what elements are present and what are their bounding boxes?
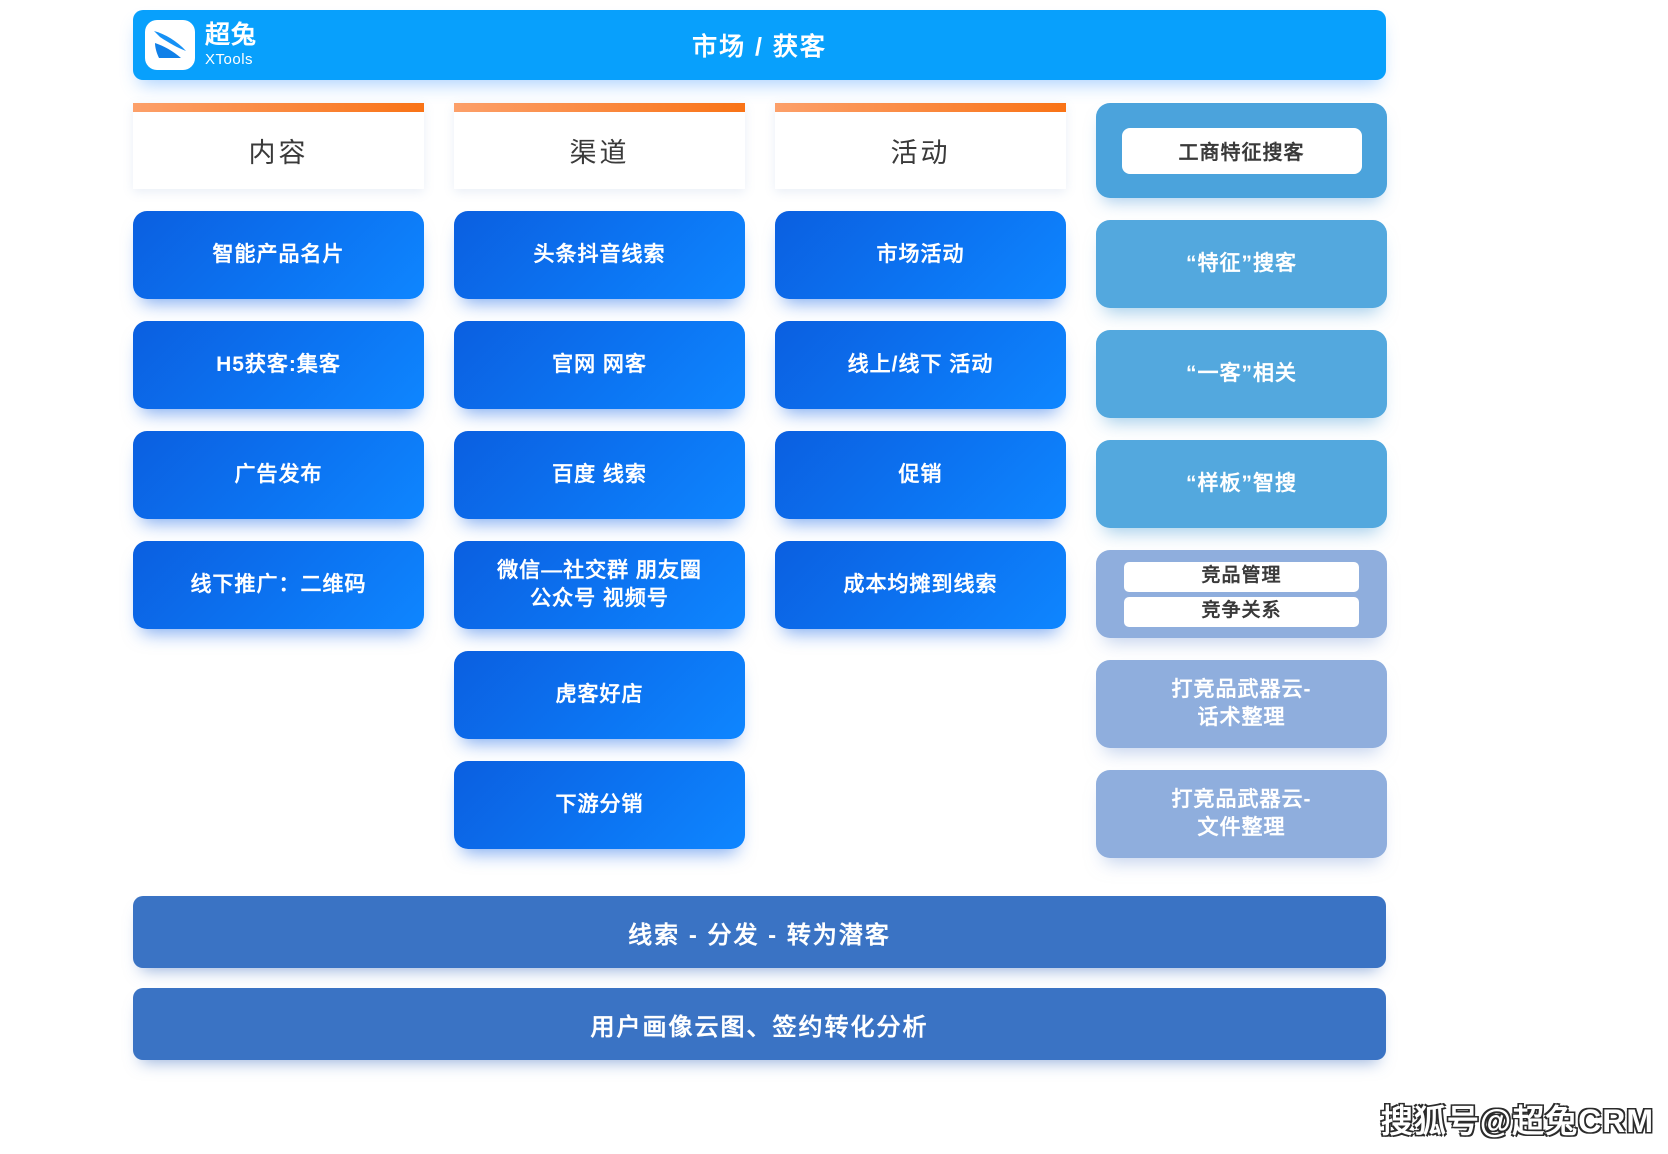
column-grid: 内容 智能产品名片 H5获客:集客 广告发布 线下推广：二维码 渠道 头条抖音线…	[133, 103, 1387, 858]
tile-competitor-management[interactable]: 竞品管理	[1124, 561, 1359, 592]
column-header-content: 内容	[133, 103, 424, 189]
watermark: 搜狐号@超兔CRM	[1380, 1103, 1654, 1139]
tile-h5-acquisition[interactable]: H5获客:集客	[133, 321, 424, 409]
column-activity: 活动 市场活动 线上/线下 活动 促销 成本均摊到线索	[775, 103, 1066, 858]
bottom-bar-lead-flow[interactable]: 线索 - 分发 - 转为潜客	[133, 896, 1386, 968]
page-title: 市场 / 获客	[692, 33, 827, 61]
brand-name-en: XTools	[205, 51, 254, 68]
xtools-swoosh-logo-icon	[145, 20, 195, 70]
bottom-bar-analysis[interactable]: 用户画像云图、签约转化分析	[133, 988, 1386, 1060]
app-header: 超兔 XTools 市场 / 获客	[133, 10, 1386, 80]
tile-wechat-channels[interactable]: 微信—社交群 朋友圈公众号 视频号	[454, 541, 745, 629]
column-header-activity: 活动	[775, 103, 1066, 189]
tile-smart-product-card[interactable]: 智能产品名片	[133, 211, 424, 299]
tile-one-customer-related[interactable]: “一客”相关	[1096, 330, 1387, 418]
tile-baidu-leads[interactable]: 百度 线索	[454, 431, 745, 519]
tile-toutiao-douyin-leads[interactable]: 头条抖音线索	[454, 211, 745, 299]
tile-downstream-distribution[interactable]: 下游分销	[454, 761, 745, 849]
column-header-business-search: 工商特征搜客	[1096, 103, 1387, 198]
tile-market-activity[interactable]: 市场活动	[775, 211, 1066, 299]
brand-text: 超兔 XTools	[205, 21, 258, 68]
tile-promotion[interactable]: 促销	[775, 431, 1066, 519]
tile-competitor-weapon-cloud-files[interactable]: 打竞品武器云-文件整理	[1096, 770, 1387, 858]
tile-offline-promotion-qrcode[interactable]: 线下推广：二维码	[133, 541, 424, 629]
tile-competitor-group: 竞品管理 竞争关系	[1096, 550, 1387, 638]
tile-ad-publishing[interactable]: 广告发布	[133, 431, 424, 519]
infographic-page: 超兔 XTools 市场 / 获客 内容 智能产品名片 H5获客:集客 广告发布…	[133, 10, 1387, 1144]
tile-competitive-relationship[interactable]: 竞争关系	[1124, 596, 1359, 627]
column-content: 内容 智能产品名片 H5获客:集客 广告发布 线下推广：二维码	[133, 103, 424, 858]
column-channel: 渠道 头条抖音线索 官网 网客 百度 线索 微信—社交群 朋友圈公众号 视频号 …	[454, 103, 745, 858]
tile-cost-allocation-to-leads[interactable]: 成本均摊到线索	[775, 541, 1066, 629]
tile-template-smart-search[interactable]: “样板”智搜	[1096, 440, 1387, 528]
brand-block: 超兔 XTools	[145, 20, 257, 70]
tile-huke-store[interactable]: 虎客好店	[454, 651, 745, 739]
tile-online-offline-activity[interactable]: 线上/线下 活动	[775, 321, 1066, 409]
tile-official-site-visitors[interactable]: 官网 网客	[454, 321, 745, 409]
tile-competitor-weapon-cloud-scripts[interactable]: 打竞品武器云-话术整理	[1096, 660, 1387, 748]
brand-name-cn: 超兔	[205, 21, 258, 49]
column-header-channel: 渠道	[454, 103, 745, 189]
column-business-search: 工商特征搜客 “特征”搜客 “一客”相关 “样板”智搜 竞品管理 竞争关系 打竞…	[1096, 103, 1387, 858]
tile-feature-search[interactable]: “特征”搜客	[1096, 220, 1387, 308]
column-header-business-search-label: 工商特征搜客	[1121, 127, 1362, 174]
